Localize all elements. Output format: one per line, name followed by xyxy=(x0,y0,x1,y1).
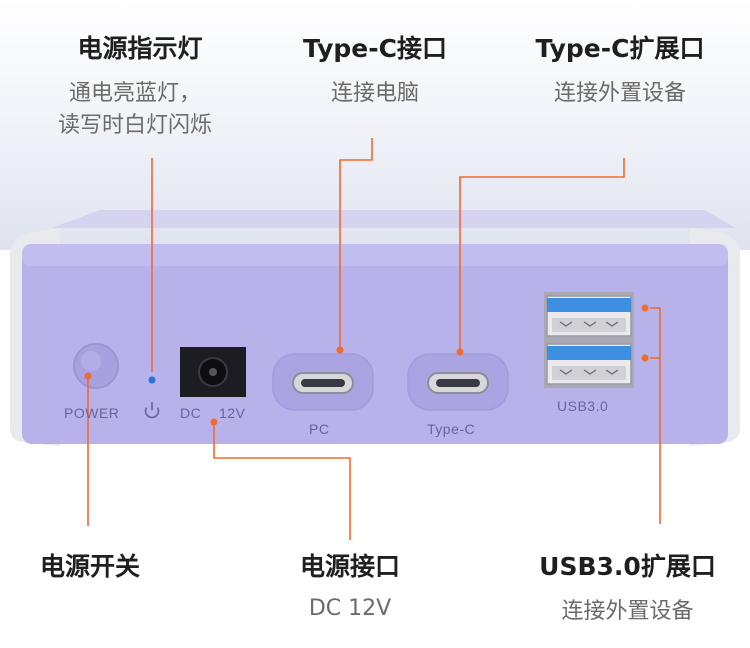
usb-ext-title: USB3.0扩展口 xyxy=(539,552,716,581)
usb-ext-desc: 连接外置设备 xyxy=(561,599,694,624)
leader-usb-upper xyxy=(650,307,661,524)
label-usb: USB3.0 xyxy=(557,398,609,414)
panel-highlight xyxy=(22,244,728,266)
typec-ext-desc: 连接外置设备 xyxy=(553,81,686,106)
dc-jack-pin xyxy=(209,368,217,376)
power-button-sheen xyxy=(81,351,101,371)
usb-port-upper xyxy=(546,295,632,337)
power-symbol-icon xyxy=(144,402,160,419)
indicator-desc-line2: 读写时白灯闪烁 xyxy=(57,113,212,138)
label-power: POWER xyxy=(64,405,120,421)
power-port-title: 电源接口 xyxy=(299,552,400,581)
leader-typec-pc xyxy=(339,138,373,350)
indicator-title: 电源指示灯 xyxy=(77,34,203,63)
typec-ext-tongue xyxy=(436,379,480,387)
typec-pc-desc: 连接电脑 xyxy=(330,81,419,106)
background xyxy=(0,0,750,250)
enclosure-top xyxy=(52,210,735,228)
leader-dots xyxy=(84,304,649,426)
typec-ext-title: Type-C扩展口 xyxy=(535,34,705,63)
leader-typec-ext xyxy=(459,158,625,350)
leader-power-port xyxy=(213,424,351,540)
power-switch-title: 电源开关 xyxy=(39,552,140,581)
label-dc: DC xyxy=(180,405,202,421)
power-port-desc: DC 12V xyxy=(308,596,392,621)
label-12v: 12V xyxy=(219,405,246,421)
usb-port-lower xyxy=(546,343,632,385)
indicator-desc-line1: 通电亮蓝灯， xyxy=(68,81,201,106)
label-typec: Type-C xyxy=(427,421,476,437)
label-pc: PC xyxy=(309,421,330,437)
led-indicator xyxy=(148,376,156,384)
typec-pc-tongue xyxy=(301,379,345,387)
typec-pc-title: Type-C接口 xyxy=(303,34,447,63)
leader-lines xyxy=(87,138,661,540)
